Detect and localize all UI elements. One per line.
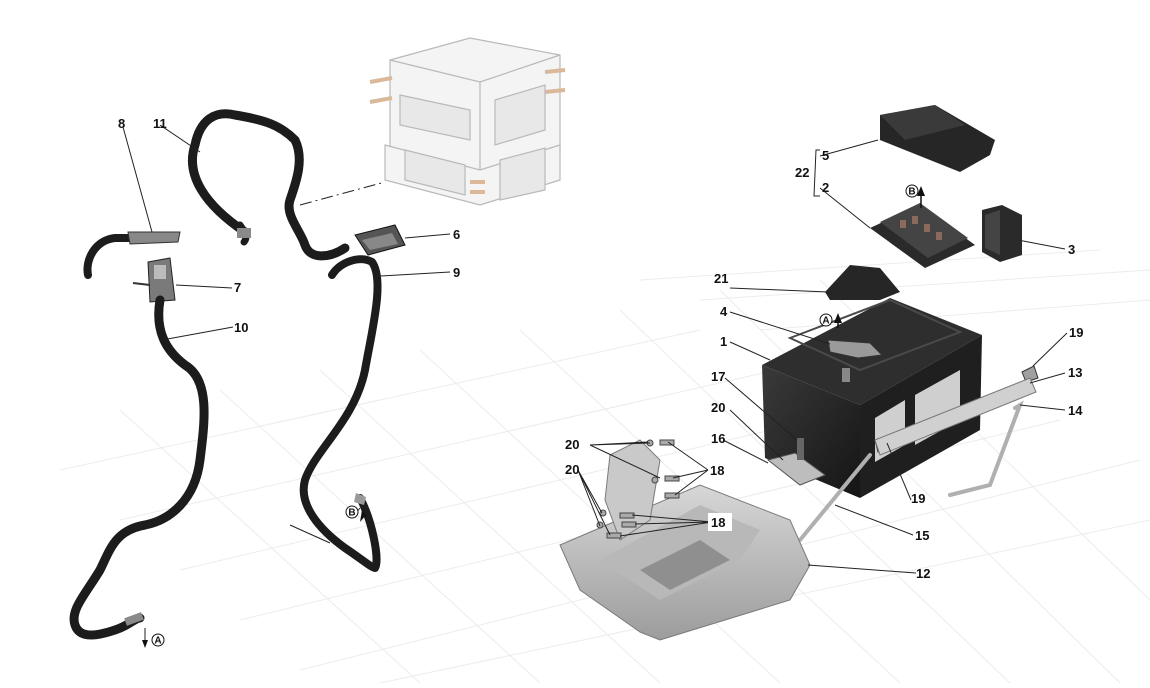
callout-17: 17: [711, 369, 725, 384]
cable-10: [69, 295, 209, 640]
marker-a-top: A: [819, 313, 833, 327]
callout-2: 2: [822, 180, 829, 195]
callout-6: 6: [453, 227, 460, 242]
callout-16: 16: [711, 431, 725, 446]
arrow-a-bottom: [142, 640, 148, 648]
fastener-group: [596, 439, 680, 539]
cable-11-lug: [237, 228, 251, 238]
cable-9-lug: [354, 493, 366, 505]
part-3-fuse-holder: [982, 205, 1022, 262]
callout-13: 13: [1068, 365, 1082, 380]
callout-15: 15: [915, 528, 929, 543]
marker-b-top: B: [905, 184, 919, 198]
callout-20-upper: 20: [565, 437, 579, 452]
background-grid: [59, 249, 1150, 684]
cable-9: [299, 255, 382, 572]
callout-18-lower: 18: [711, 515, 725, 530]
callout-5: 5: [822, 148, 829, 163]
cable-10-lug: [124, 612, 144, 626]
callout-4: 4: [720, 304, 728, 319]
callout-14: 14: [1068, 403, 1083, 418]
leader-lines: [122, 124, 1068, 643]
callout-3: 3: [1068, 242, 1075, 257]
callout-21: 21: [714, 271, 728, 286]
part-21-terminal-cover: [825, 265, 900, 300]
part-16-bracket: [766, 452, 827, 486]
part-6-connector: [354, 224, 406, 256]
part-4-battery-clamp: [827, 313, 884, 359]
callout-9: 9: [453, 265, 460, 280]
cable-11: [187, 109, 350, 261]
part-7-terminal: [132, 257, 176, 303]
svg-text:A: A: [822, 316, 829, 327]
marker-a-bottom: A: [151, 633, 165, 647]
callout-19-top: 19: [1069, 325, 1083, 340]
callout-1: 1: [720, 334, 727, 349]
callout-labels: 1 2 3 4 5 6 7 8 9 10 11 12 13 14 15 16 1…: [118, 116, 1083, 581]
part-19-nut-top: [1021, 365, 1039, 383]
callout-19-bottom: 19: [911, 491, 925, 506]
callout-22: 22: [795, 165, 809, 180]
callout-18-upper: 18: [710, 463, 724, 478]
callout-11: 11: [153, 116, 167, 131]
part-15-rod: [798, 453, 872, 542]
svg-text:B: B: [348, 508, 355, 519]
part-8-terminal: [83, 231, 181, 279]
callout-18-lower-bg: [708, 513, 732, 531]
callout-20-lower: 20: [565, 462, 579, 477]
part-14-rod: [948, 400, 1024, 497]
part-12-battery-tray: [559, 439, 811, 641]
part-17-bolt: [797, 438, 804, 460]
power-unit-ghost: [369, 37, 566, 206]
marker-b-cable: B: [345, 505, 359, 519]
callout-10: 10: [234, 320, 248, 335]
callout-20-right: 20: [711, 400, 725, 415]
callout-8: 8: [118, 116, 125, 131]
part-13-hold-down-bar: [874, 377, 1037, 456]
part-2-fusebox: [870, 186, 975, 268]
arrow-b-cable: [360, 510, 366, 522]
part-5-fusebox-cover: [880, 105, 995, 172]
callout-7: 7: [234, 280, 241, 295]
svg-text:B: B: [908, 187, 915, 198]
svg-text:A: A: [154, 636, 161, 647]
callout-12: 12: [916, 566, 930, 581]
